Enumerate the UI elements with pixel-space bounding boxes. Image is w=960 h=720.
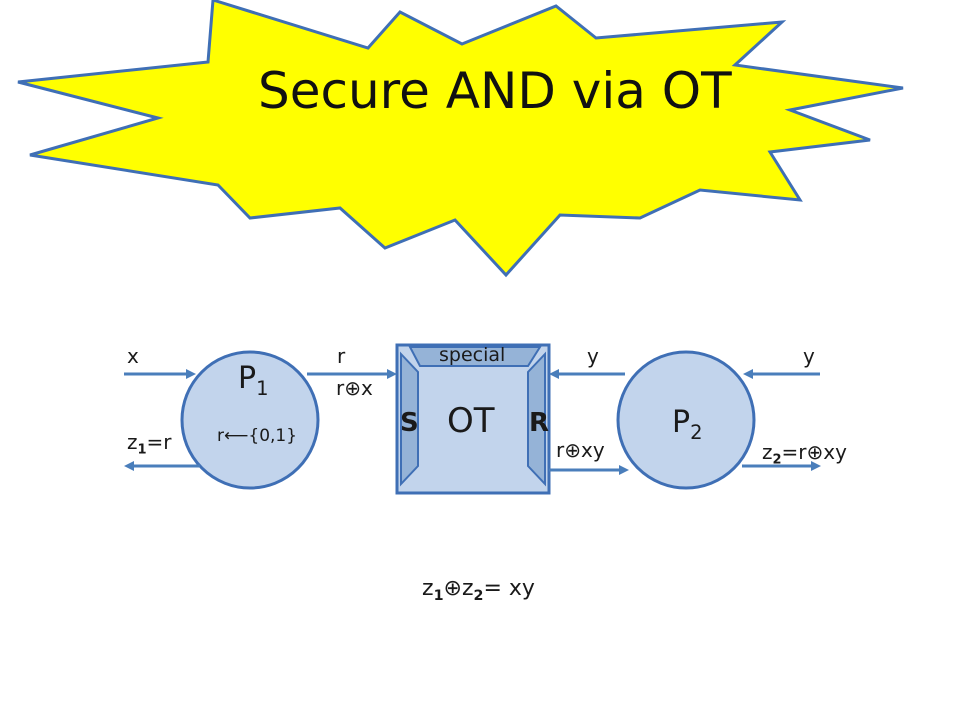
party1-index: 1 — [256, 376, 269, 400]
msg-r: r — [336, 376, 345, 400]
party1-name: P — [238, 361, 257, 396]
party1-circle — [180, 350, 320, 490]
eq-z1-var: z — [422, 576, 434, 601]
z2-value-right: xy — [823, 440, 847, 464]
z2-value-left: =r — [781, 440, 807, 464]
party2-index: 2 — [690, 420, 703, 444]
input-y-label: y — [803, 344, 815, 368]
ot-receiver-panel — [527, 351, 546, 487]
msg2-r: r — [556, 438, 565, 462]
eq-rhs: = xy — [483, 576, 535, 601]
party2-label: P2 — [672, 405, 703, 444]
sample-arrow-icon: ⟵ — [224, 426, 249, 446]
z1-var: z — [127, 430, 138, 454]
sample-set: {0,1} — [248, 426, 298, 446]
eq-z2-index: 2 — [473, 588, 484, 604]
z2-var: z — [762, 440, 773, 464]
output-z1: z1=r — [127, 432, 172, 457]
z2-index: 2 — [772, 452, 782, 468]
output-z2: z2=r⊕xy — [762, 442, 847, 467]
ot-label: OT — [447, 401, 495, 441]
party1-sample: r⟵{0,1} — [217, 428, 297, 445]
title-burst-shape — [17, 0, 904, 278]
sample-var: r — [217, 426, 224, 446]
input-x-label: x — [127, 344, 139, 368]
ot-sender-label: S — [400, 408, 419, 438]
xor-icon: ⊕ — [443, 576, 462, 601]
page-title: Secure AND via OT — [258, 62, 732, 120]
z1-value: =r — [146, 430, 172, 454]
z1-index: 1 — [137, 442, 147, 458]
xor-equation: z1⊕z2= xy — [422, 576, 535, 604]
msg2-xy: xy — [581, 438, 605, 462]
xor-icon: ⊕ — [344, 376, 361, 400]
ot-sender-panel — [400, 351, 419, 487]
ot-y-input-label: y — [587, 344, 599, 368]
party2-name: P — [672, 405, 691, 440]
ot-special-label: special — [439, 344, 506, 366]
eq-z2-var: z — [461, 576, 474, 601]
xor-icon: ⊕ — [564, 438, 581, 462]
party1-label: P1 — [238, 361, 269, 400]
ot-to-p2-message: r⊕xy — [556, 440, 605, 460]
xor-icon: ⊕ — [806, 440, 824, 464]
ot-special-tab — [408, 346, 542, 367]
ot-r-input-label: r — [337, 344, 346, 368]
ot-receiver-label: R — [529, 408, 550, 438]
party2-circle — [616, 350, 756, 490]
ot-box — [395, 343, 551, 495]
p1-to-ot-message: r⊕x — [336, 378, 373, 398]
msg-x: x — [361, 376, 373, 400]
eq-z1-index: 1 — [433, 588, 444, 604]
